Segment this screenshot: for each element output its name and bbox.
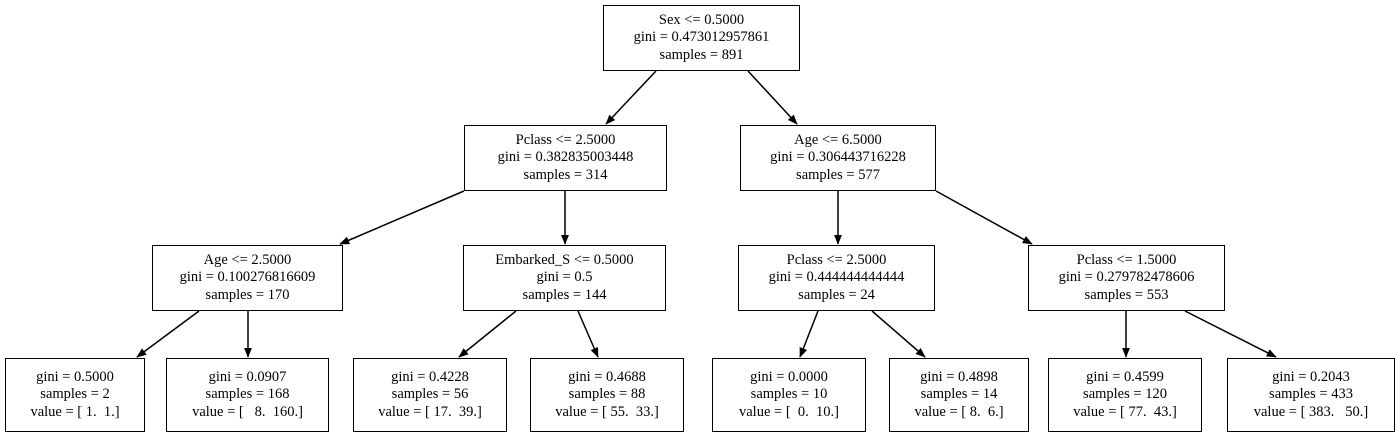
node-samples: samples = 314 [523, 166, 608, 183]
node-value: value = [ 8. 6.] [914, 403, 1004, 420]
tree-edge [136, 310, 200, 358]
node-gini: gini = 0.279782478606 [1058, 269, 1195, 286]
tree-edge [339, 190, 465, 245]
node-gini: gini = 0.306443716228 [770, 149, 906, 166]
node-samples: samples = 433 [1269, 386, 1353, 403]
node-samples: samples = 56 [391, 386, 469, 403]
node-condition: Pclass <= 2.5000 [515, 131, 616, 148]
node-condition: Pclass <= 1.5000 [1076, 251, 1177, 268]
tree-edge [1184, 310, 1277, 358]
node-value: value = [ 17. 39.] [378, 403, 482, 420]
tree-edge [458, 310, 517, 358]
node-value: value = [ 77. 43.] [1073, 403, 1177, 420]
node-gini: gini = 0.4898 [920, 368, 998, 385]
tree-edge [935, 190, 1033, 245]
tree-edge [577, 310, 599, 358]
node-samples: samples = 577 [796, 166, 880, 183]
edges-group [136, 70, 1277, 358]
node-samples: samples = 553 [1084, 286, 1169, 303]
node-samples: samples = 120 [1083, 386, 1167, 403]
node-samples: samples = 24 [798, 286, 875, 303]
node-gini: gini = 0.100276816609 [179, 269, 316, 286]
node-samples: samples = 168 [205, 386, 290, 403]
node-gini: gini = 0.473012957861 [633, 29, 770, 46]
node-gini: gini = 0.5 [536, 269, 593, 286]
tree-edge [605, 70, 657, 125]
tree-edge [799, 310, 819, 358]
node-gini: gini = 0.0000 [750, 368, 828, 385]
node-gini: gini = 0.4688 [568, 368, 646, 385]
node-condition: Age <= 2.5000 [203, 251, 292, 268]
node-samples: samples = 170 [205, 286, 290, 303]
node-value: value = [ 8. 160.] [192, 403, 303, 420]
node-samples: samples = 88 [568, 386, 646, 403]
node-value: value = [ 1. 1.] [30, 403, 120, 420]
node-gini: gini = 0.382835003448 [497, 149, 634, 166]
node-gini: gini = 0.4599 [1086, 368, 1164, 385]
node-value: value = [ 55. 33.] [555, 403, 659, 420]
node-condition: Pclass <= 2.5000 [786, 251, 887, 268]
node-value: value = [ 0. 10.] [739, 403, 839, 420]
node-gini: gini = 0.5000 [36, 368, 114, 385]
node-value: value = [ 383. 50.] [1253, 403, 1369, 420]
node-samples: samples = 10 [750, 386, 828, 403]
node-samples: samples = 144 [522, 286, 607, 303]
tree-edge [871, 310, 926, 358]
node-gini: gini = 0.4228 [391, 368, 469, 385]
node-condition: Embarked_S <= 0.5000 [495, 251, 634, 268]
node-condition: Age <= 6.5000 [794, 131, 882, 148]
node-samples: samples = 891 [659, 46, 744, 63]
node-samples: samples = 2 [40, 386, 110, 403]
tree-edge [747, 70, 798, 125]
node-gini: gini = 0.2043 [1272, 368, 1350, 385]
node-samples: samples = 14 [920, 386, 998, 403]
node-condition: Sex <= 0.5000 [658, 11, 745, 28]
node-gini: gini = 0.444444444444 [768, 269, 905, 286]
node-gini: gini = 0.0907 [208, 368, 287, 385]
